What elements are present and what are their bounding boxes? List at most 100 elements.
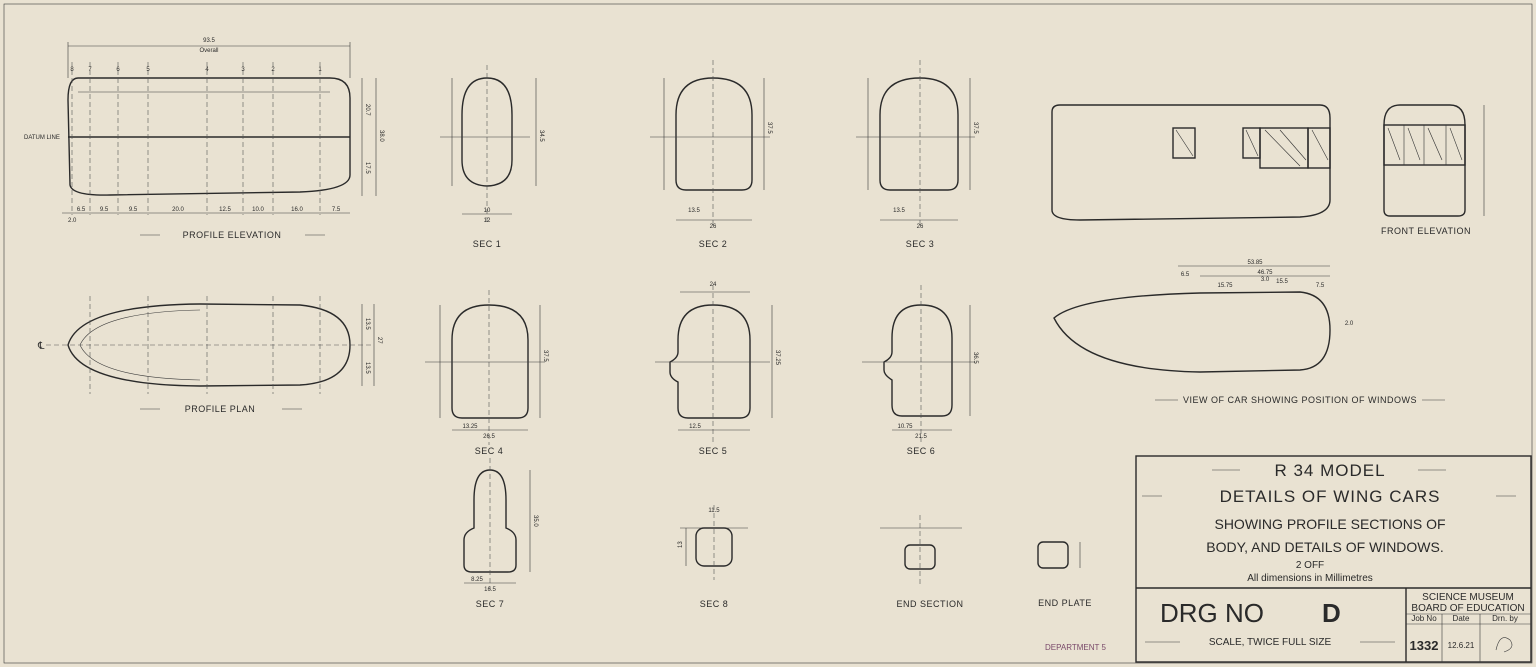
sec-6-caption: SEC 6 xyxy=(907,446,936,456)
svg-text:53.85: 53.85 xyxy=(1247,260,1263,266)
section-1: 34.5 10 12 SEC 1 xyxy=(440,65,544,249)
title-line-2: SHOWING PROFILE SECTIONS OF xyxy=(1214,516,1445,532)
svg-text:37.5: 37.5 xyxy=(766,122,772,134)
window-view-caption: VIEW OF CAR SHOWING POSITION OF WINDOWS xyxy=(1183,395,1417,405)
end-plate-caption: END PLATE xyxy=(1038,598,1092,608)
profile-elevation: 93.5 Overall 8 7 6 5 4 3 2 1 DATUM LINE … xyxy=(24,38,384,240)
drn-col-header: Drn. by xyxy=(1492,614,1518,623)
section-3: 37.5 26 13.5 SEC 3 xyxy=(856,60,978,249)
svg-text:7: 7 xyxy=(88,67,92,73)
museum-line-1: SCIENCE MUSEUM xyxy=(1422,592,1514,603)
svg-text:13.5: 13.5 xyxy=(893,208,905,214)
overall-label: Overall xyxy=(199,48,218,54)
centerline-symbol: ℄ xyxy=(37,341,45,352)
svg-text:17.5: 17.5 xyxy=(364,162,370,174)
svg-text:27: 27 xyxy=(376,337,382,344)
sec-4-caption: SEC 4 xyxy=(475,446,504,456)
svg-text:12: 12 xyxy=(484,218,491,224)
elevation-bottom-dims: 2.0 6.5 9.5 9.5 20.0 12.5 10.0 16.0 7.5 xyxy=(68,207,341,224)
elevation-height-dims: 20.7 38.0 17.5 xyxy=(364,104,384,174)
plan-width-dims: 13.5 27 13.5 xyxy=(364,318,382,374)
svg-text:2.0: 2.0 xyxy=(68,218,77,224)
title-block: R 34 MODEL DETAILS OF WING CARS SHOWING … xyxy=(1135,455,1532,663)
job-col-header: Job No xyxy=(1411,614,1437,623)
date-col-header: Date xyxy=(1453,614,1470,623)
front-elevation-caption: FRONT ELEVATION xyxy=(1381,226,1471,236)
profile-plan-caption: PROFILE PLAN xyxy=(185,404,256,414)
svg-text:26: 26 xyxy=(710,224,717,230)
section-5: 24 37.25 12.5 SEC 5 xyxy=(655,282,780,456)
section-7: 35.0 16.5 8.25 SEC 7 xyxy=(463,458,538,609)
svg-text:20.7: 20.7 xyxy=(364,104,370,116)
end-section-caption: END SECTION xyxy=(896,599,963,609)
svg-text:10: 10 xyxy=(484,208,491,214)
svg-text:13.25: 13.25 xyxy=(462,424,478,430)
title-count: 2 OFF xyxy=(1296,560,1324,571)
end-section: END SECTION xyxy=(880,515,963,609)
svg-text:21.5: 21.5 xyxy=(915,434,927,440)
svg-text:2: 2 xyxy=(271,67,275,73)
overall-dim: 93.5 xyxy=(203,38,215,44)
svg-text:36.5: 36.5 xyxy=(972,352,978,364)
section-8: 11.5 13 SEC 8 xyxy=(678,505,748,609)
svg-text:13.5: 13.5 xyxy=(364,318,370,330)
svg-text:9.5: 9.5 xyxy=(129,207,138,213)
svg-text:37.5: 37.5 xyxy=(542,350,548,362)
svg-text:38.0: 38.0 xyxy=(378,130,384,142)
svg-text:35.0: 35.0 xyxy=(532,515,538,527)
museum-line-2: BOARD OF EDUCATION xyxy=(1411,603,1524,614)
svg-text:7.5: 7.5 xyxy=(332,207,341,213)
sec-1-caption: SEC 1 xyxy=(473,239,502,249)
sec-2-caption: SEC 2 xyxy=(699,239,728,249)
svg-text:13.5: 13.5 xyxy=(364,362,370,374)
side-windows xyxy=(1172,127,1331,169)
drg-number-label: DRG NO xyxy=(1160,598,1264,628)
sec-7-caption: SEC 7 xyxy=(476,599,505,609)
svg-text:2.0: 2.0 xyxy=(1345,321,1354,327)
svg-text:10.0: 10.0 xyxy=(252,207,264,213)
svg-text:8.25: 8.25 xyxy=(471,577,483,583)
svg-text:26.5: 26.5 xyxy=(483,434,495,440)
svg-text:13.5: 13.5 xyxy=(688,208,700,214)
svg-text:34.5: 34.5 xyxy=(538,130,544,142)
sec-5-caption: SEC 5 xyxy=(699,446,728,456)
svg-text:3: 3 xyxy=(241,67,245,73)
svg-text:12.5: 12.5 xyxy=(219,207,231,213)
scale-label: SCALE, TWICE FULL SIZE xyxy=(1209,637,1332,648)
end-plate: END PLATE xyxy=(1037,541,1092,608)
svg-text:7.5: 7.5 xyxy=(1316,283,1325,289)
front-elevation: FRONT ELEVATION xyxy=(1381,104,1485,236)
job-number: 1332 xyxy=(1410,638,1439,653)
title-line-3: BODY, AND DETAILS OF WINDOWS. xyxy=(1206,539,1444,555)
elevation-outline xyxy=(67,77,351,196)
svg-text:12.5: 12.5 xyxy=(689,424,701,430)
sheet-border xyxy=(3,3,1533,664)
datum-line-label: DATUM LINE xyxy=(24,135,60,141)
section-4: 37.5 26.5 13.25 SEC 4 xyxy=(425,290,548,456)
department-stamp: DEPARTMENT 5 xyxy=(1045,643,1106,652)
title-line-1: DETAILS OF WING CARS xyxy=(1220,487,1441,506)
drg-number-letter: D xyxy=(1322,598,1341,628)
svg-text:46.75: 46.75 xyxy=(1257,270,1273,276)
svg-text:6.5: 6.5 xyxy=(77,207,86,213)
svg-text:6.5: 6.5 xyxy=(1181,272,1190,278)
svg-text:3.0: 3.0 xyxy=(1261,277,1270,283)
section-6: 36.5 21.5 10.75 SEC 6 xyxy=(862,285,978,456)
svg-text:37.5: 37.5 xyxy=(972,122,978,134)
sec-3-caption: SEC 3 xyxy=(906,239,935,249)
window-plan-view: 53.85 46.75 6.5 15.75 15.5 7.5 3.0 2.0 V… xyxy=(1053,260,1445,405)
svg-text:8: 8 xyxy=(70,67,74,73)
title-units: All dimensions in Millimetres xyxy=(1247,573,1373,584)
window-side-view xyxy=(1051,104,1331,221)
svg-text:11.5: 11.5 xyxy=(708,508,720,514)
svg-text:13: 13 xyxy=(678,541,684,548)
profile-elevation-caption: PROFILE ELEVATION xyxy=(183,230,282,240)
svg-text:15.75: 15.75 xyxy=(1217,283,1233,289)
svg-text:10.75: 10.75 xyxy=(897,424,913,430)
svg-text:1: 1 xyxy=(318,67,322,73)
svg-text:5: 5 xyxy=(146,67,150,73)
svg-text:4: 4 xyxy=(205,67,209,73)
svg-text:9.5: 9.5 xyxy=(100,207,109,213)
